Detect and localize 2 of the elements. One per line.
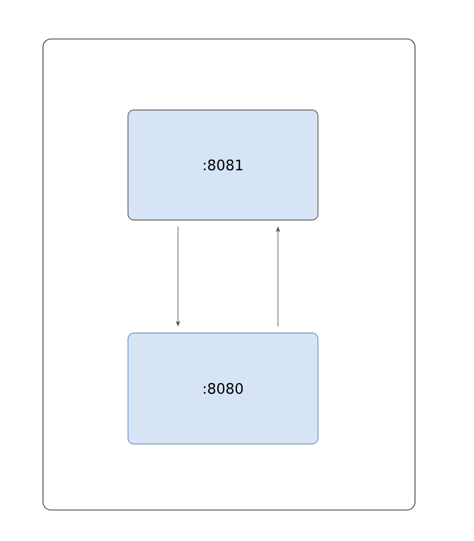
port-box: :8080 — [128, 332, 318, 444]
port-box: :8081 — [128, 110, 318, 220]
